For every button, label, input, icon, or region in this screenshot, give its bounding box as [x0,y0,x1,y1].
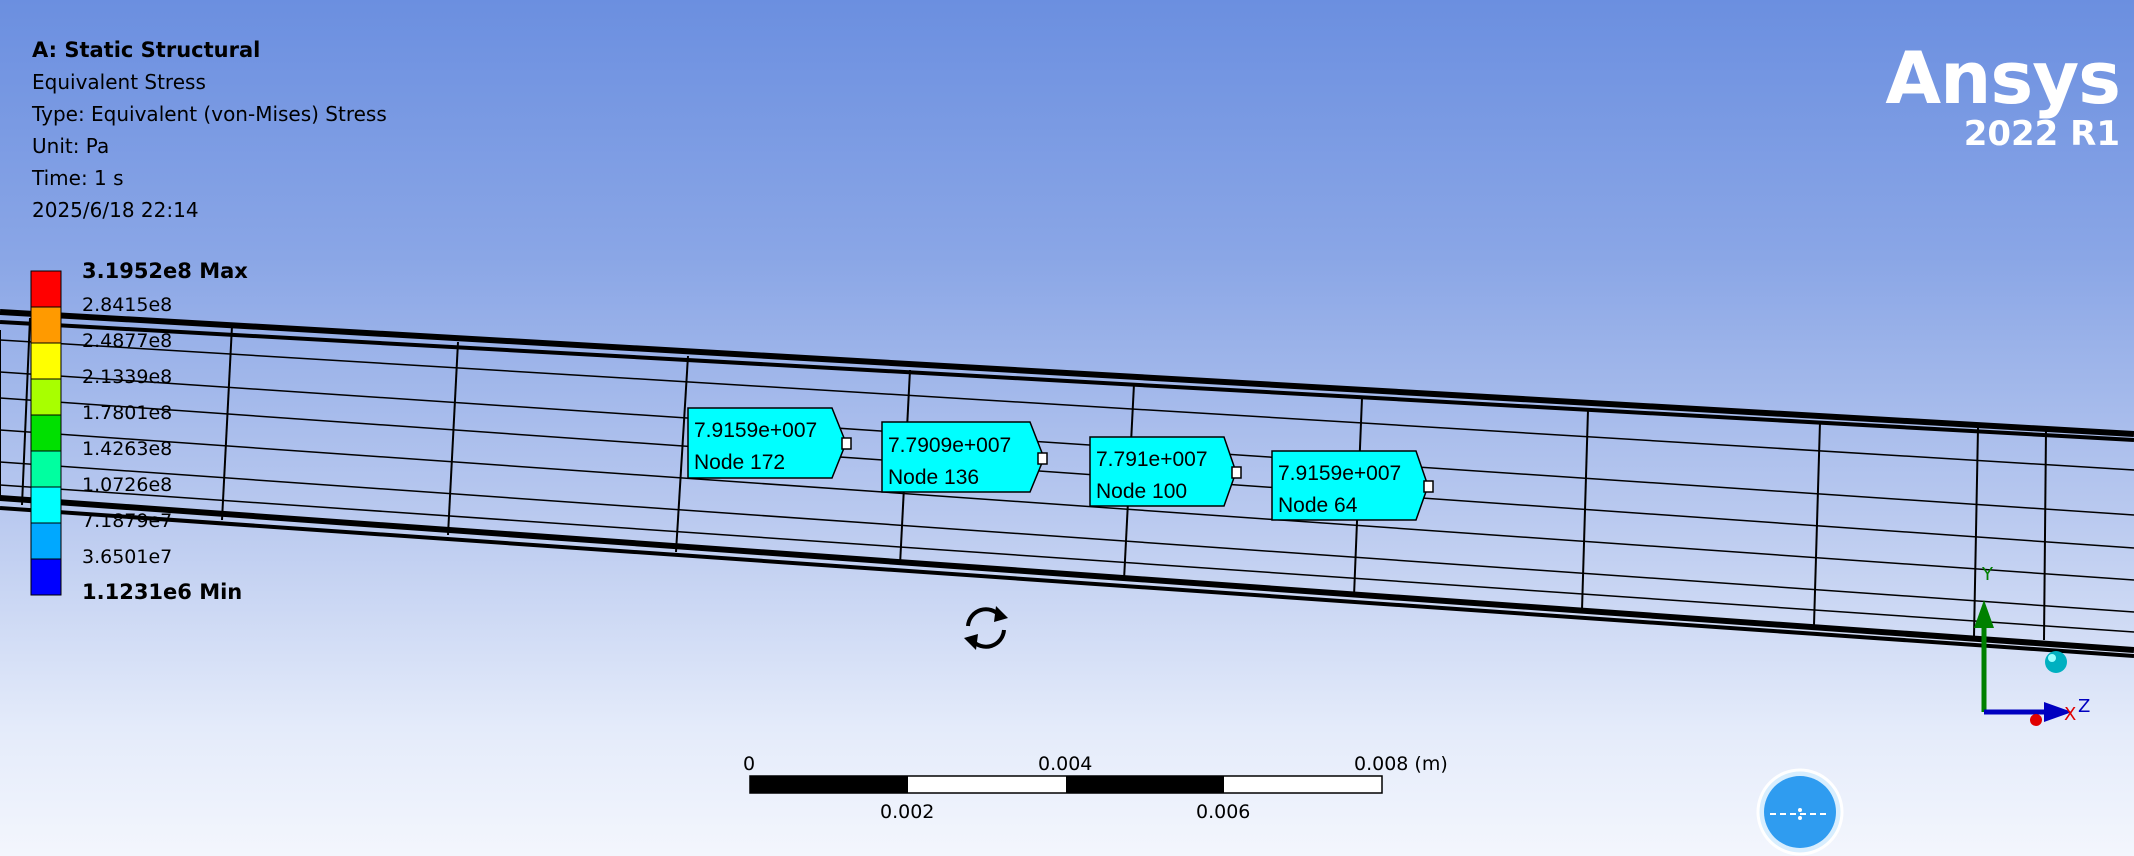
analysis-title: A: Static Structural [32,38,261,62]
probe-1-node: Node 172 [694,451,785,474]
legend-min-label: 1.1231e6 Min [82,580,243,604]
result-info-block: A: Static Structural Equivalent Stress T… [32,34,387,226]
legend-swatch-1 [30,270,62,308]
probe-4-value: 7.9159e+007 [1278,462,1401,485]
probe-4-node: Node 64 [1278,494,1358,517]
legend-swatch-8 [30,522,62,560]
probe-label-2[interactable]: 7.7909e+007 Node 136 [881,421,1048,493]
rotate-icon[interactable] [958,600,1014,656]
result-type: Type: Equivalent (von-Mises) Stress [32,102,387,126]
legend-level-5: 1.4263e8 [82,438,173,460]
probe-label-4[interactable]: 7.9159e+007 Node 64 [1271,450,1434,521]
probe-label-1[interactable]: 7.9159e+007 Node 172 [687,407,852,479]
logo-brand: Ansys [1885,36,2121,120]
probe-3-node: Node 100 [1096,480,1187,503]
legend-level-1: 2.8415e8 [82,294,173,316]
legend-level-3: 2.1339e8 [82,366,173,388]
legend-max-label: 3.1952e8 Max [82,259,248,283]
probe-3-value: 7.791e+007 [1096,448,1208,471]
logo-version: 2022 R1 [1963,114,2120,154]
legend-swatch-2 [30,306,62,344]
legend-swatch-5 [30,414,62,452]
legend-swatch-7 [30,486,62,524]
legend-level-8: 3.6501e7 [82,546,173,568]
legend-swatch-9 [30,558,62,596]
probe-label-3[interactable]: 7.791e+007 Node 100 [1089,436,1242,507]
result-datetime: 2025/6/18 22:14 [32,198,199,222]
result-time: Time: 1 s [32,166,124,190]
probe-2-node: Node 136 [888,466,979,489]
view-orientation-icon[interactable] [1756,768,1844,856]
result-name: Equivalent Stress [32,70,206,94]
legend-level-6: 1.0726e8 [82,474,173,496]
legend-level-2: 2.4877e8 [82,330,173,352]
ansys-logo: Ansys 2022 R1 [1885,36,2121,154]
legend-level-4: 1.7801e8 [82,402,173,424]
result-unit: Unit: Pa [32,134,110,158]
legend-swatch-3 [30,342,62,380]
legend-swatch-6 [30,450,62,488]
probe-1-value: 7.9159e+007 [694,419,817,442]
legend-level-7: 7.1879e7 [82,510,173,532]
legend-swatch-4 [30,378,62,416]
probe-2-value: 7.7909e+007 [888,434,1011,457]
legend-color-bar [30,270,62,596]
